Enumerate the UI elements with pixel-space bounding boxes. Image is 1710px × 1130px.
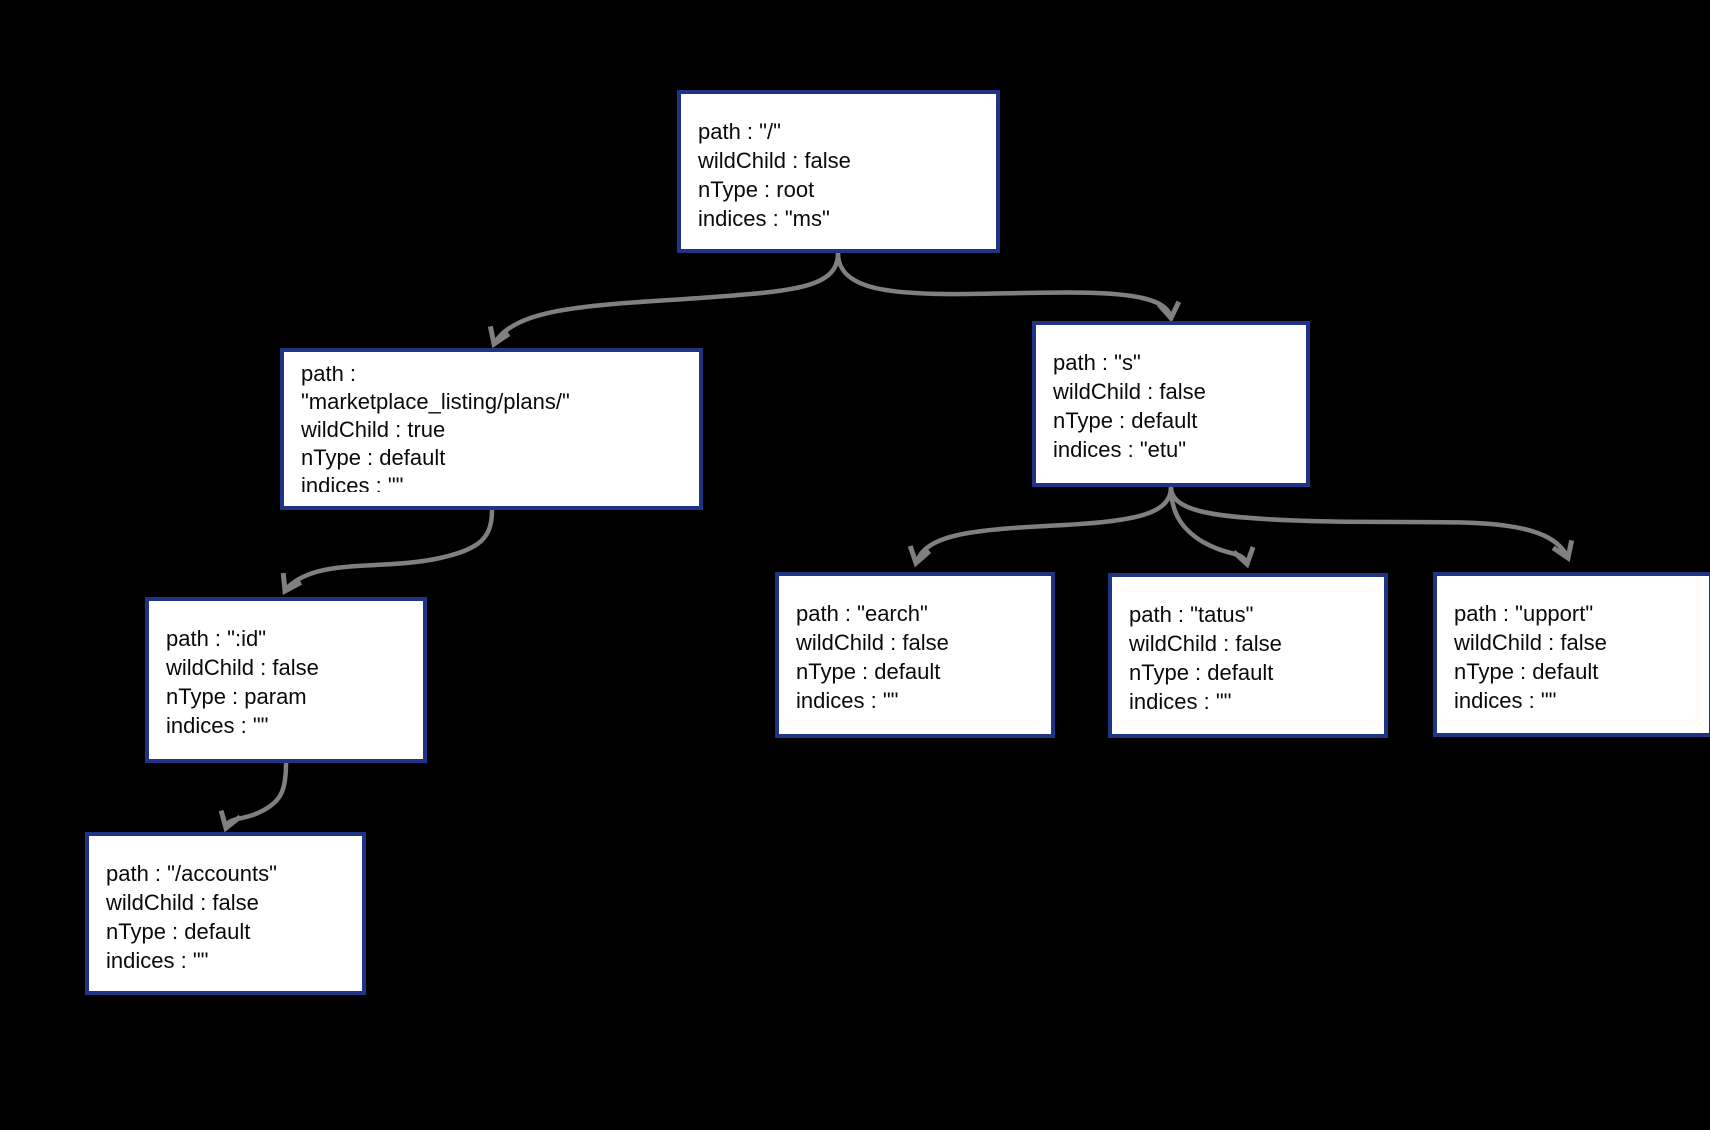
node-text-line: indices : "ms" [698,206,830,231]
arrowhead-upport [1551,539,1575,563]
node-text-line: wildChild : false [796,630,949,655]
node-text-line: indices : "" [1454,688,1557,713]
arrowhead-tatus [1231,546,1256,569]
node-text-line: path : [301,366,357,386]
arrowhead-s [1157,300,1182,323]
node-text-line: indices : "" [796,688,899,713]
node-label: path : "/" wildChild : false nType : root i… [681,94,996,249]
edge-root-to-s [835,252,1173,317]
node-text-line: indices : "" [166,713,269,738]
edge-s-to-tatus [1168,486,1247,562]
tree-node-s: path : "s" wildChild : false nType : defau… [1032,321,1310,487]
edge-s-to-earch [915,486,1174,561]
tree-node-upport: path : "upport" wildChild : false nType : … [1433,572,1710,737]
tree-node-id-param: path : ":id" wildChild : false nType : par… [145,597,427,763]
node-text-line: nType : default [1053,408,1198,433]
node-text-line: wildChild : false [166,655,319,680]
node-text-line: path : ":id" [166,626,267,651]
arrowhead-earch [907,545,932,568]
node-text-line: path : "earch" [796,601,928,626]
node-label: path : "tatus" wildChild : false nType : d… [1112,577,1384,734]
node-text-line: wildChild : false [698,148,851,173]
node-label: path : "/accounts" wildChild : false nType… [89,836,362,991]
tree-node-tatus: path : "tatus" wildChild : false nType : d… [1108,573,1388,738]
node-text-line: nType : default [796,659,941,684]
node-text-line: nType : param [166,684,307,709]
node-label: path : "earch" wildChild : false nType : d… [779,576,1051,734]
node-text-line: wildChild : false [1053,379,1206,404]
tree-node-marketplace-listing-plans: path : "marketplace_listing/plans/" wildCh… [280,348,703,510]
arrowhead-marketplace [487,325,511,349]
tree-node-root: path : "/" wildChild : false nType : root i… [677,90,1000,253]
node-label: path : ":id" wildChild : false nType : par… [149,601,423,759]
node-text-line: nType : default [106,919,251,944]
node-text-line: indices : "etu" [1053,437,1187,462]
node-text-line: indices : "" [106,948,209,973]
node-text-line: indices : "" [301,473,404,492]
node-text-line: nType : default [1454,659,1599,684]
tree-node-earch: path : "earch" wildChild : false nType : d… [775,572,1055,738]
node-text-line: path : "/accounts" [106,861,277,886]
edge-id-to-accounts [225,762,289,826]
node-text-line: indices : "" [1129,689,1232,714]
node-text-line: wildChild : false [1129,631,1282,656]
node-text-line: nType : default [1129,660,1274,685]
node-label: path : "s" wildChild : false nType : defau… [1036,325,1306,483]
arrowhead-id [280,572,303,595]
edge-marketplace-to-id [285,509,495,590]
node-text-line: path : "/" [698,119,781,144]
node-text-line: path : "upport" [1454,601,1594,626]
node-label: path : "upport" wildChild : false nType : … [1437,576,1709,733]
node-text-line: wildChild : true [301,417,446,442]
arrowhead-accounts [218,809,242,833]
edge-s-to-upport [1168,486,1568,556]
node-text-line: wildChild : false [106,890,259,915]
node-text-line: "marketplace_listing/plans/" [301,389,570,414]
node-text-line: wildChild : false [1454,630,1607,655]
node-label: path : "marketplace_listing/plans/" wildCh… [284,366,699,492]
node-text-line: path : "s" [1053,350,1141,375]
node-text-line: path : "tatus" [1129,602,1254,627]
edge-root-to-marketplace [494,252,841,343]
node-text-line: nType : root [698,177,815,202]
tree-node-accounts: path : "/accounts" wildChild : false nType… [85,832,366,995]
node-text-line: nType : default [301,445,446,470]
